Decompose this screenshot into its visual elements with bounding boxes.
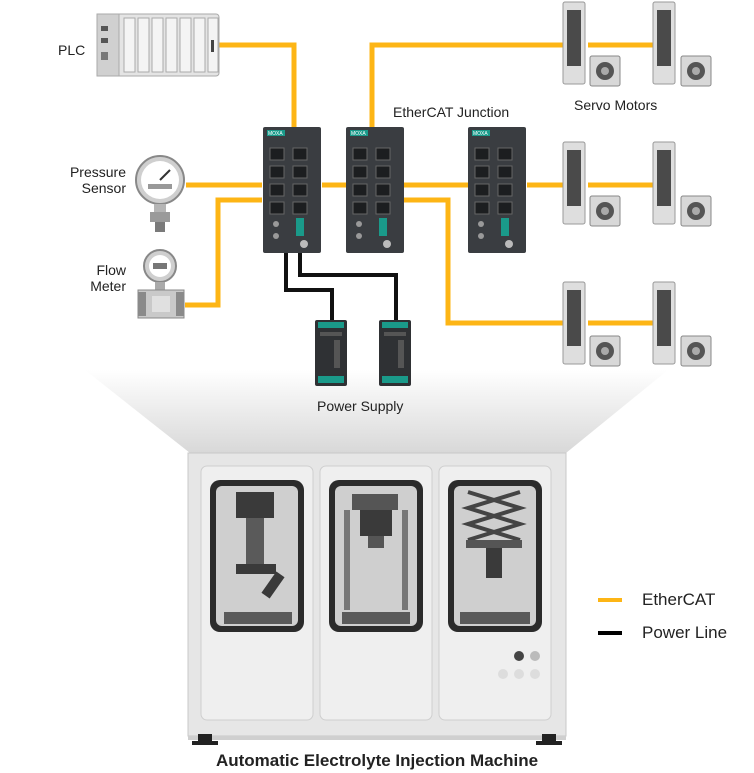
servo-unit-4 [652, 141, 712, 227]
flow-meter-label: Flow Meter [44, 262, 126, 294]
switch-brand-2: MOXA [351, 131, 366, 137]
legend-ethercat: EtherCAT [598, 590, 715, 610]
flow-meter-label-line2: Meter [90, 278, 126, 294]
switch-brand-3: MOXA [473, 131, 488, 137]
servo-unit-1 [562, 1, 621, 87]
servo-unit-2 [652, 1, 712, 87]
flow-meter-device [137, 249, 185, 319]
injection-machine [187, 452, 567, 745]
ethernet-switch-3 [468, 127, 526, 253]
ethernet-switch-1 [263, 127, 321, 253]
machine-title: Automatic Electrolyte Injection Machine [215, 751, 539, 770]
servo-unit-5 [562, 281, 621, 367]
legend-ethercat-swatch [598, 598, 622, 602]
power-supply-2 [379, 320, 411, 386]
servo-drives-motors [562, 1, 712, 367]
ethercat-junction-label: EtherCAT Junction [393, 104, 510, 120]
legend-power-line: Power Line [598, 623, 727, 643]
plc-label: PLC [58, 42, 86, 58]
ethercat-lines [185, 42, 655, 326]
projection-cone [85, 370, 668, 453]
legend-power-line-label: Power Line [642, 623, 728, 642]
pressure-sensor-label-line1: Pressure [69, 164, 126, 180]
power-supply-1 [315, 320, 347, 386]
servo-unit-3 [562, 141, 621, 227]
legend-power-line-swatch [598, 631, 622, 635]
power-lines [284, 252, 398, 320]
servo-motors-label: Servo Motors [574, 97, 658, 113]
plc-device [96, 13, 220, 77]
servo-unit-6 [652, 281, 712, 367]
legend-ethercat-label: EtherCAT [642, 590, 716, 609]
switch-brand-1: MOXA [268, 131, 283, 137]
ethernet-switch-2 [346, 127, 404, 253]
power-supply-label: Power Supply [317, 398, 404, 414]
pressure-sensor-label-line2: Sensor [81, 180, 126, 196]
pressure-sensor-label: Pressure Sensor [44, 164, 126, 196]
pressure-sensor-device [135, 155, 185, 232]
flow-meter-label-line1: Flow [96, 262, 126, 278]
